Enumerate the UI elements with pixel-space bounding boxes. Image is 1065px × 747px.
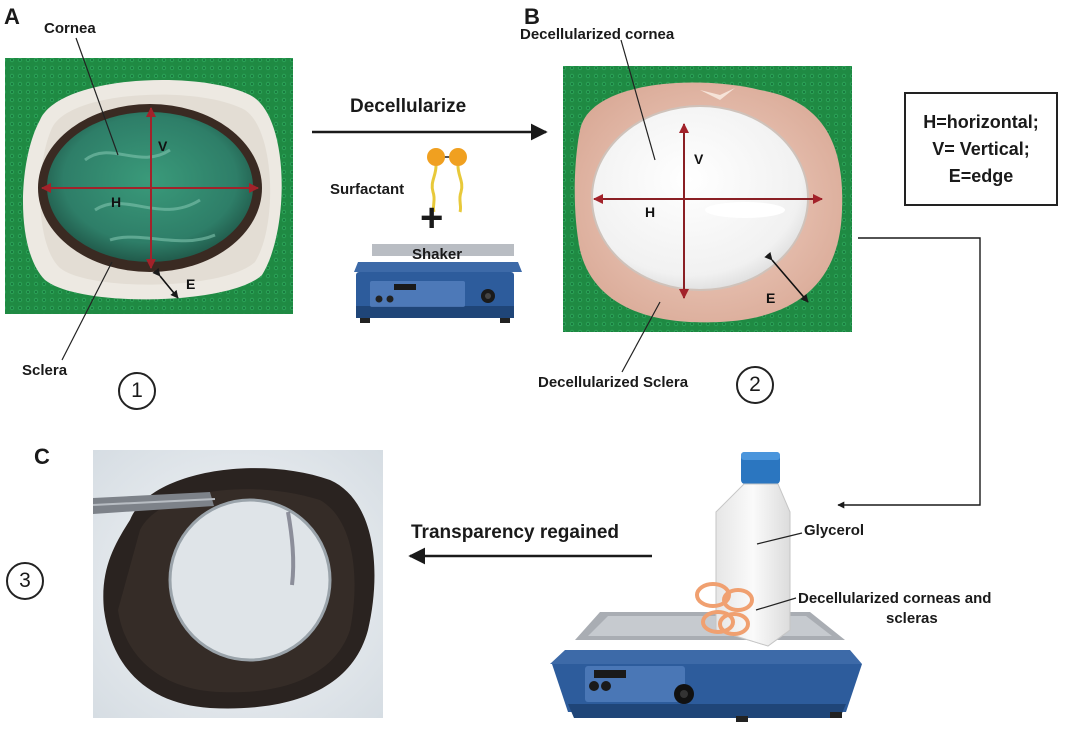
label-decellularize: Decellularize [350,96,467,117]
leader-decell-sclera [621,301,661,373]
leader-glycerol [756,532,803,545]
label-decell-cornea: Decellularized cornea [520,26,675,43]
legend-box: H=horizontal; V= Vertical; E=edge [904,92,1058,206]
glycerol-shaker-icon [550,452,862,722]
photo-a-native-eye [5,58,293,314]
step-2-badge: 2 [736,366,774,404]
panel-letter-c: C [34,444,50,469]
label-surfactant: Surfactant [330,181,405,198]
step-1-badge: 1 [118,372,156,410]
label-decell-corneas-scleras-2: scleras [886,610,938,627]
leader-decell-cornea [620,39,656,161]
label-cornea: Cornea [44,20,96,37]
legend-vertical: V= Vertical; [932,138,1030,159]
label-transparency-regained: Transparency regained [411,522,620,543]
step-1-number: 1 [131,379,143,402]
photo-c-transparent-eye [92,450,383,718]
shaker-icon [354,244,522,323]
label-sclera: Sclera [22,362,68,379]
photo-b-decellularized-eye [563,66,852,332]
leader-cornea [75,37,119,156]
label-a-e: E [186,276,196,292]
step-3-number: 3 [19,569,31,592]
label-shaker: Shaker [412,246,463,263]
connector-arrow [837,237,981,509]
plus-sign: + [420,196,444,240]
label-b-e: E [766,290,776,306]
panel-letter-a: A [4,4,20,29]
panel-letter-b: B [524,4,540,29]
label-a-h: H [111,194,122,210]
label-b-v: V [694,151,704,167]
legend-horizontal: H=horizontal; [923,111,1039,132]
step-3-badge: 3 [6,562,44,600]
label-glycerol: Glycerol [804,522,865,539]
label-decell-corneas-scleras-1: Decellularized corneas and [798,590,992,607]
leader-sclera [61,261,113,361]
surfactant-icon [427,148,467,213]
legend-edge: E=edge [948,165,1014,186]
label-b-h: H [645,204,656,220]
step-2-number: 2 [749,373,761,396]
leader-decell-rings [755,597,797,611]
label-decell-sclera: Decellularized Sclera [538,374,689,391]
label-a-v: V [158,138,168,154]
